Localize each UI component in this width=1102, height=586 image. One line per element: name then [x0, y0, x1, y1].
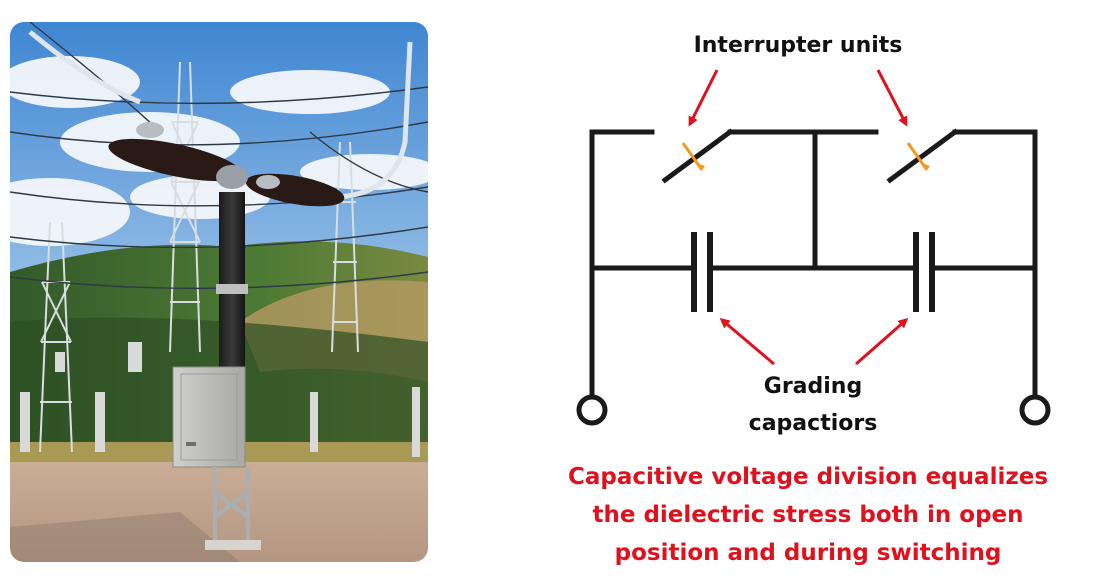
- caption: Capacitive voltage division equalizes th…: [568, 464, 1048, 566]
- right-terminal-node: [1019, 394, 1051, 426]
- interrupter-2-blade: [886, 128, 959, 184]
- grading-capacitor-diagram: Interrupter units: [440, 0, 1102, 586]
- circuit-wires: [589, 128, 1038, 398]
- grading-capacitors-label-line1: Grading: [764, 374, 862, 399]
- interrupter-arrows: [688, 69, 908, 127]
- control-cabinet: [172, 366, 246, 468]
- left-terminal-node: [576, 394, 608, 426]
- grading-capacitors-label-line2: capactiors: [749, 411, 878, 436]
- arrow-interrupter-2: [876, 69, 908, 127]
- interrupter-1-blade: [661, 128, 734, 184]
- substation-photo-illustration: [10, 22, 428, 562]
- capacitor-arrows: [719, 318, 909, 366]
- contact-markers: [681, 142, 930, 171]
- interrupter-heads: [108, 122, 345, 207]
- distant-equipment: [20, 342, 420, 457]
- support-frame: [213, 467, 250, 542]
- caption-line-2: the dielectric stress both in open: [592, 502, 1023, 528]
- capacitor-plates: [691, 232, 935, 312]
- schematic-svg: Interrupter units: [568, 33, 1051, 566]
- bus-conductors: [28, 30, 413, 200]
- interrupter-units-label: Interrupter units: [694, 33, 903, 58]
- substation-photo: [10, 22, 428, 562]
- arrow-capacitor-1: [719, 318, 775, 366]
- caption-line-3: position and during switching: [615, 540, 1002, 566]
- arrow-interrupter-1: [688, 69, 719, 127]
- arrow-capacitor-2: [855, 318, 909, 366]
- caption-line-1: Capacitive voltage division equalizes: [568, 464, 1048, 490]
